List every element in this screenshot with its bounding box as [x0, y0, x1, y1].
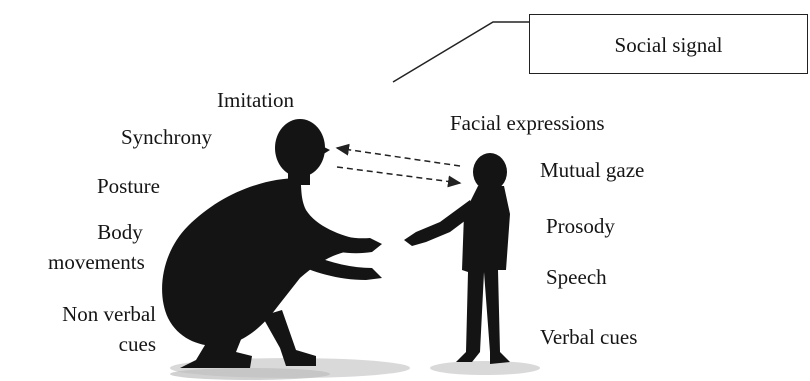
social-signal-label: Social signal	[614, 33, 723, 57]
label-body-line2: movements	[48, 250, 145, 274]
gaze-arrow-to-adult	[335, 143, 461, 167]
gaze-arrow-to-child	[336, 166, 462, 188]
social-signal-box: Social signal	[529, 14, 808, 74]
label-posture: Posture	[97, 174, 160, 198]
label-speech: Speech	[546, 265, 607, 289]
child-silhouette-icon	[404, 153, 510, 364]
label-body-line1: Body	[97, 220, 143, 244]
label-prosody: Prosody	[546, 214, 615, 238]
adult-silhouette-icon	[162, 119, 382, 368]
label-imitation: Imitation	[217, 88, 294, 112]
social-signal-callout-line	[392, 21, 529, 83]
label-verbal-cues: Verbal cues	[540, 325, 638, 349]
label-mutual-gaze: Mutual gaze	[540, 158, 645, 182]
label-nonverbal-line2: cues	[118, 332, 156, 356]
label-nonverbal-line1: Non verbal	[62, 302, 156, 326]
label-synchrony: Synchrony	[121, 125, 212, 149]
label-facial-expressions: Facial expressions	[450, 111, 605, 135]
